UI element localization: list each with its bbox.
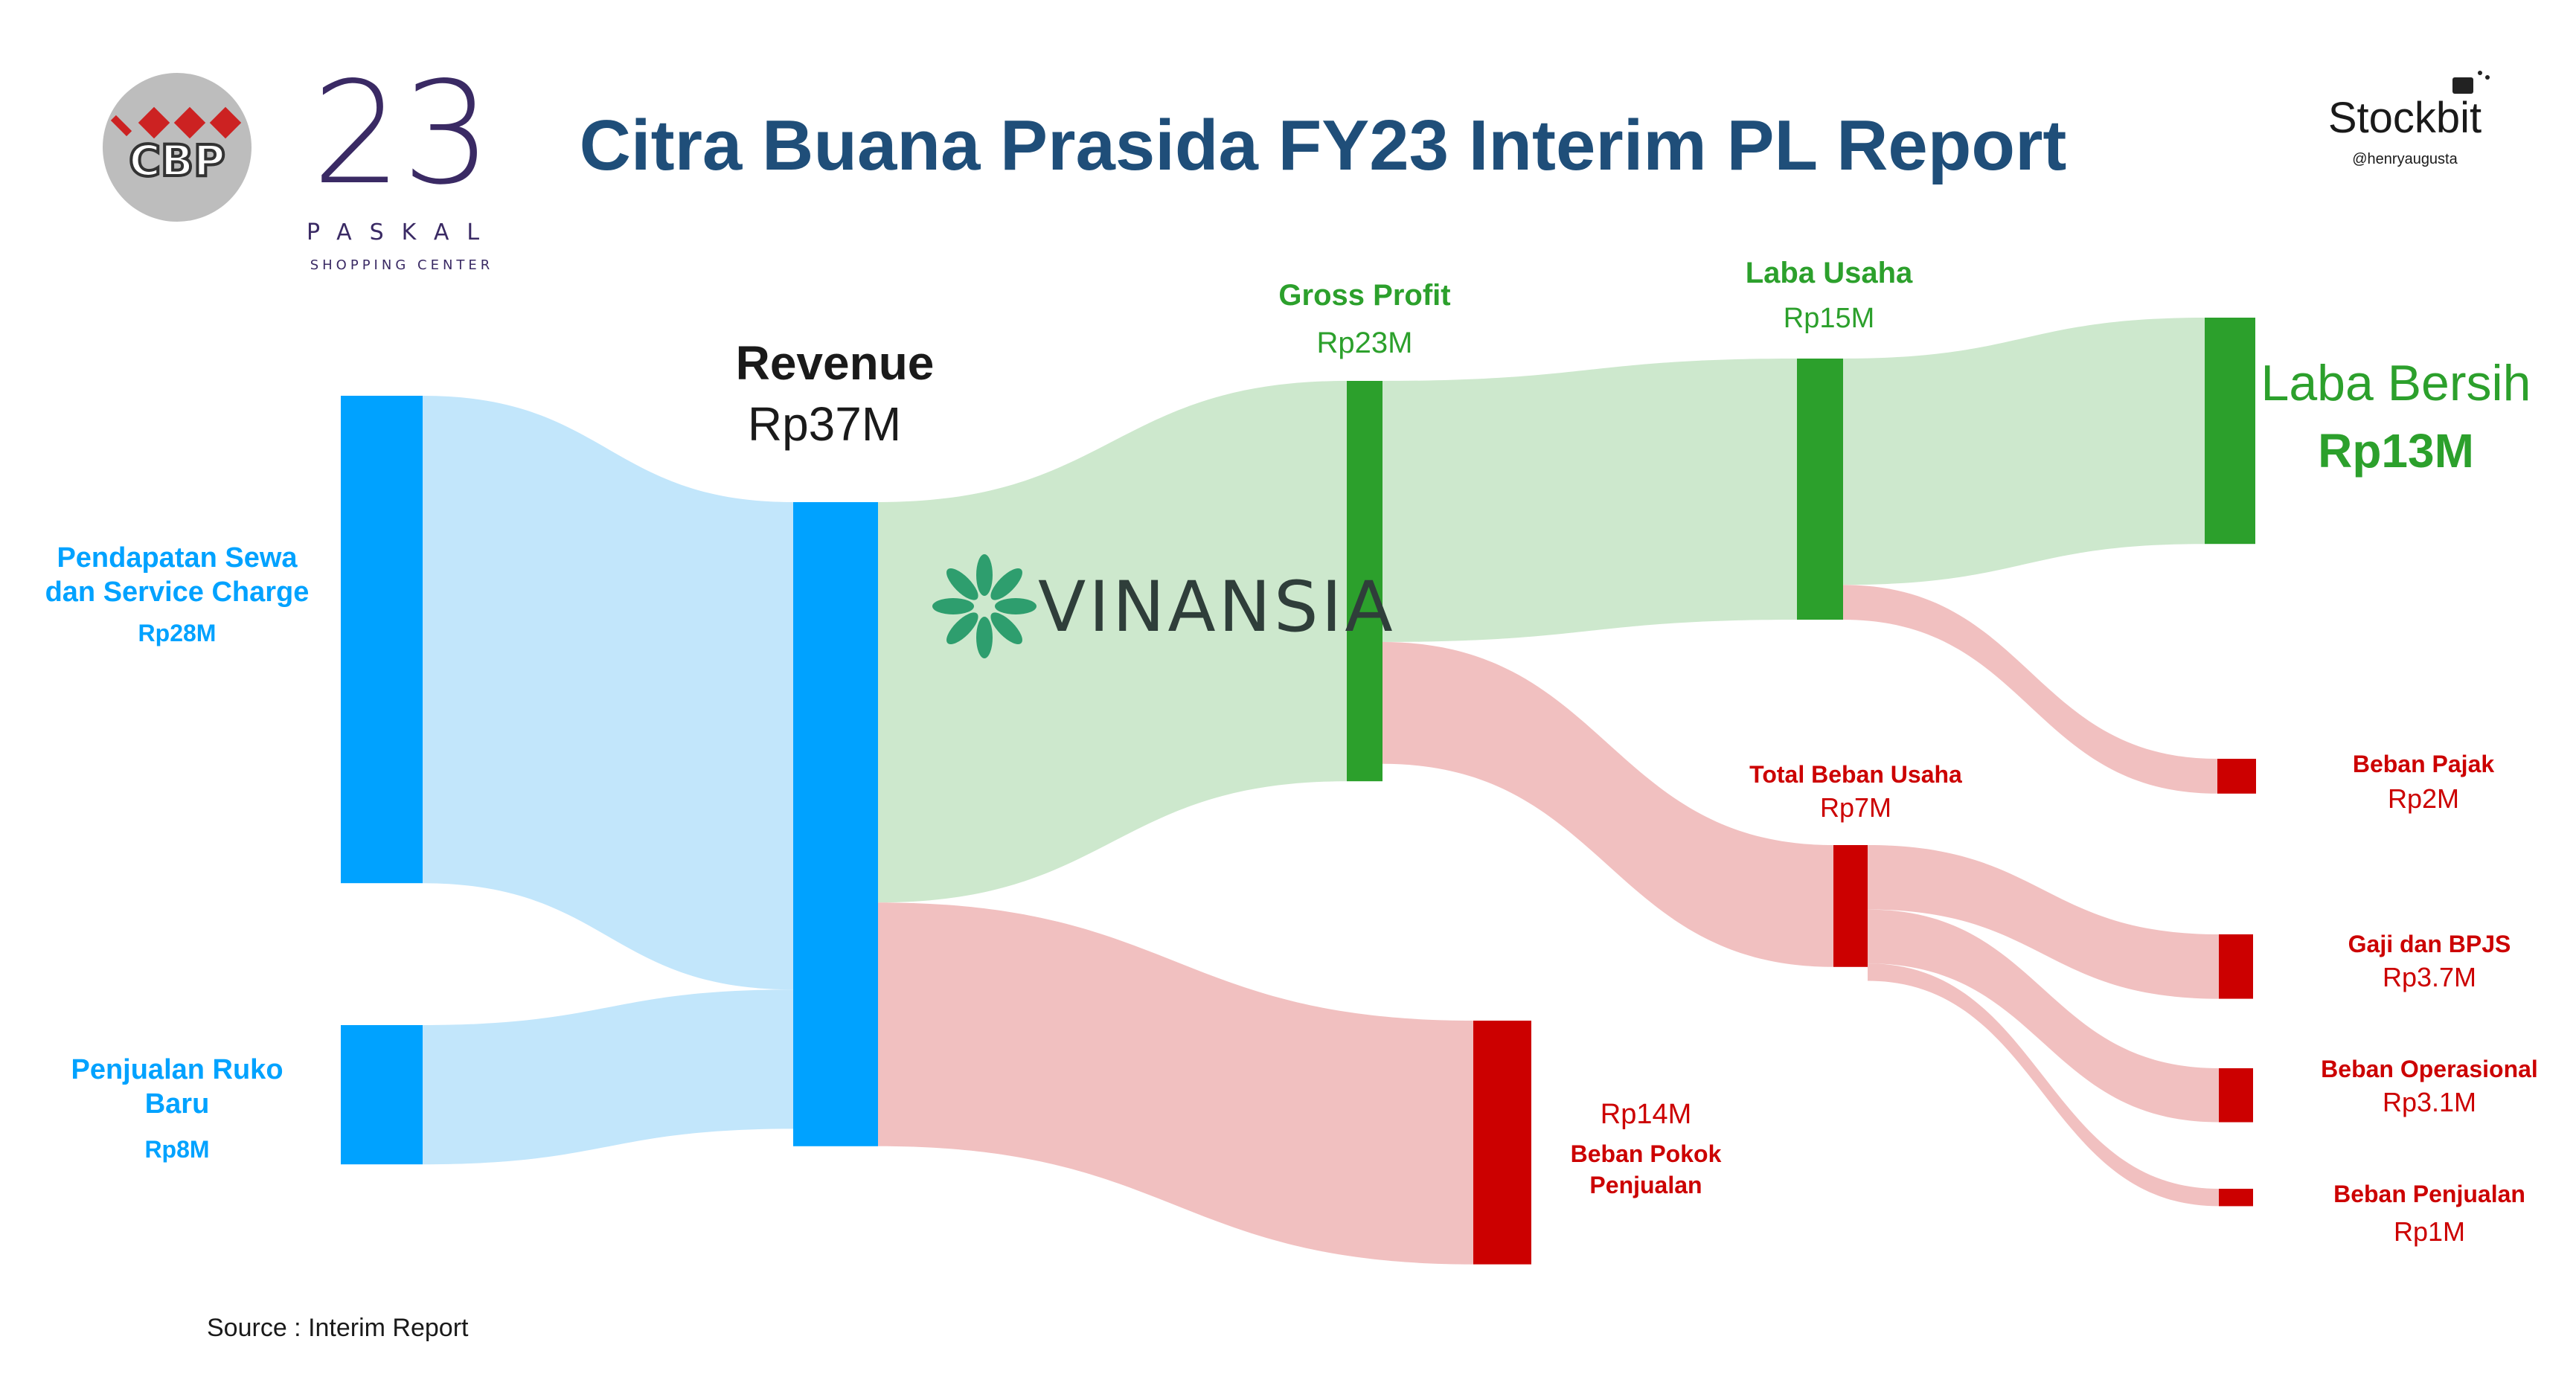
label-penjualan: Beban Penjualan bbox=[2333, 1181, 2525, 1207]
value-revenue: Rp37M bbox=[748, 397, 901, 451]
node-gaji bbox=[2219, 934, 2253, 999]
node-penjualan bbox=[2219, 1189, 2253, 1207]
node-ruko bbox=[341, 1025, 423, 1165]
value-gross: Rp23M bbox=[1317, 327, 1413, 359]
link-ruko-to-revenue bbox=[423, 989, 793, 1165]
link-gross-to-laba_usaha bbox=[1382, 359, 1797, 642]
label-operasional: Beban Operasional bbox=[2321, 1056, 2538, 1082]
node-laba_bersih bbox=[2205, 318, 2255, 545]
node-laba_usaha bbox=[1797, 359, 1843, 620]
cbp-logo-text: CBP bbox=[129, 135, 225, 186]
label-gaji: Gaji dan BPJS bbox=[2348, 931, 2511, 957]
link-gross-to-total_beban bbox=[1382, 642, 1833, 967]
paskal-sub-text: SHOPPING CENTER bbox=[310, 257, 494, 273]
value-laba_bersih: Rp13M bbox=[2318, 424, 2474, 478]
label-sewa-line2: dan Service Charge bbox=[45, 577, 310, 608]
link-total_beban-to-operasional bbox=[1868, 909, 2219, 1123]
value-operasional: Rp3.1M bbox=[2383, 1087, 2476, 1117]
node-cogs bbox=[1473, 1021, 1531, 1265]
value-gaji: Rp3.7M bbox=[2383, 962, 2476, 992]
source-note: Source : Interim Report bbox=[207, 1314, 469, 1342]
label-total_beban: Total Beban Usaha bbox=[1749, 761, 1962, 788]
sankey-links bbox=[423, 318, 2219, 1265]
vinansia-flower-icon bbox=[932, 554, 1037, 658]
paskal-logo: 23 PASKAL SHOPPING CENTER bbox=[307, 51, 497, 273]
label-laba_bersih: Laba Bersih bbox=[2261, 355, 2531, 411]
value-ruko: Rp8M bbox=[144, 1136, 209, 1163]
value-cogs: Rp14M bbox=[1601, 1099, 1692, 1130]
node-total_beban bbox=[1833, 845, 1868, 967]
vinansia-text: VINANSIA bbox=[1038, 567, 1396, 648]
paskal-23-text: 23 bbox=[312, 51, 492, 216]
label-revenue: Revenue bbox=[736, 336, 935, 390]
value-penjualan: Rp1M bbox=[2394, 1216, 2465, 1247]
cbp-logo: CBP bbox=[103, 73, 251, 222]
node-revenue bbox=[793, 502, 878, 1146]
link-sewa-to-revenue bbox=[423, 396, 793, 990]
link-laba_usaha-to-pajak bbox=[1843, 585, 2217, 794]
link-total_beban-to-gaji bbox=[1868, 845, 2219, 999]
link-laba_usaha-to-laba_bersih bbox=[1843, 318, 2205, 585]
vinansia-watermark: VINANSIA bbox=[932, 554, 1396, 658]
stockbit-brand: Stockbit bbox=[2328, 94, 2482, 142]
paskal-name-text: PASKAL bbox=[307, 219, 497, 245]
label-pajak: Beban Pajak bbox=[2353, 751, 2495, 777]
node-pajak bbox=[2217, 759, 2256, 794]
label-sewa-line1: Pendapatan Sewa bbox=[57, 542, 298, 574]
label-laba_usaha: Laba Usaha bbox=[1746, 257, 1913, 289]
value-total_beban: Rp7M bbox=[1820, 792, 1891, 823]
node-sewa bbox=[341, 396, 423, 884]
node-gross bbox=[1347, 381, 1382, 782]
page-title: Citra Buana Prasida FY23 Interim PL Repo… bbox=[580, 106, 2067, 185]
sankey-nodes bbox=[341, 318, 2256, 1265]
link-revenue-to-gross bbox=[878, 381, 1347, 903]
node-operasional bbox=[2219, 1068, 2253, 1123]
stockbit-logo: Stockbit @henryaugusta bbox=[2328, 71, 2490, 167]
label-cogs-line1: Beban Pokok bbox=[1571, 1140, 1722, 1167]
link-total_beban-to-penjualan bbox=[1868, 963, 2219, 1207]
label-ruko-line2: Baru bbox=[145, 1088, 210, 1120]
value-sewa: Rp28M bbox=[138, 620, 217, 646]
label-cogs-line2: Penjualan bbox=[1589, 1172, 1702, 1198]
stockbit-chat-icon bbox=[2452, 77, 2473, 94]
label-ruko-line1: Penjualan Ruko bbox=[71, 1054, 283, 1085]
value-laba_usaha: Rp15M bbox=[1784, 303, 1875, 334]
link-revenue-to-cogs bbox=[878, 902, 1473, 1265]
label-gross: Gross Profit bbox=[1278, 279, 1450, 312]
stockbit-handle: @henryaugusta bbox=[2352, 151, 2458, 167]
value-pajak: Rp2M bbox=[2388, 783, 2459, 814]
